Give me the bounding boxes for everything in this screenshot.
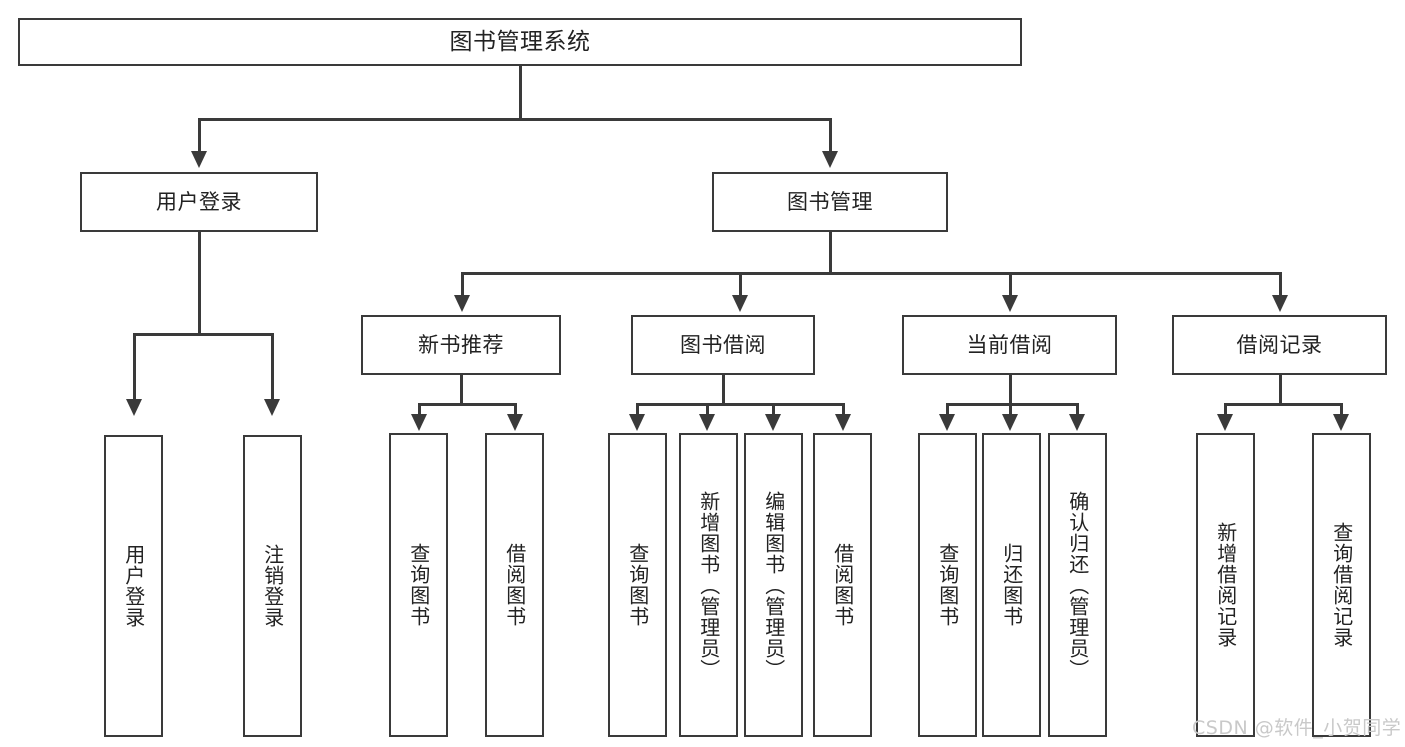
connector-current-to-leaf-2	[1009, 403, 1012, 418]
connector-borrow-bar	[636, 403, 844, 406]
arrow-new-books-to-leaf-2	[507, 414, 523, 431]
leaf-borrow-books-recommendation[interactable]: 借阅图书	[485, 433, 544, 737]
arrow-root-to-user-login	[191, 151, 207, 168]
node-label: 新增借阅记录	[1213, 522, 1238, 648]
arrow-records-to-leaf-1	[1217, 414, 1233, 431]
leaf-add-book-admin[interactable]: 新增图书（管理员）	[679, 433, 738, 737]
connector-records-stem	[1279, 375, 1282, 405]
connector-current-bar	[946, 403, 1078, 406]
connector-book-mgmt-to-borrow	[739, 272, 742, 297]
connector-records-to-leaf-2	[1340, 403, 1343, 418]
connector-borrow-to-leaf-1	[636, 403, 639, 418]
node-label: 编辑图书（管理员）	[761, 490, 786, 680]
connector-records-to-leaf-1	[1224, 403, 1227, 418]
connector-borrow-to-leaf-4	[842, 403, 845, 418]
arrow-borrow-to-leaf-3	[765, 414, 781, 431]
connector-records-bar	[1224, 403, 1342, 406]
leaf-logout[interactable]: 注销登录	[243, 435, 302, 737]
connector-root-stem	[519, 66, 522, 119]
arrow-current-to-leaf-3	[1069, 414, 1085, 431]
connector-book-mgmt-to-records	[1279, 272, 1282, 297]
arrow-current-to-leaf-2	[1002, 414, 1018, 431]
connector-current-stem	[1009, 375, 1012, 405]
node-label: 查询图书	[406, 543, 431, 627]
node-book-management[interactable]: 图书管理	[712, 172, 948, 232]
leaf-borrow-books-borrowing[interactable]: 借阅图书	[813, 433, 872, 737]
node-label: 查询借阅记录	[1329, 522, 1354, 648]
arrow-user-login-to-leaf-2	[264, 399, 280, 416]
node-label: 确认归还（管理员）	[1065, 490, 1090, 680]
connector-root-to-book-mgmt	[829, 118, 832, 153]
connector-user-login-bar	[133, 333, 273, 336]
connector-book-mgmt-to-current	[1009, 272, 1012, 297]
leaf-user-login[interactable]: 用户登录	[104, 435, 163, 737]
arrow-book-mgmt-to-borrow	[732, 295, 748, 312]
node-label: 用户登录	[156, 189, 242, 214]
leaf-query-books-current[interactable]: 查询图书	[918, 433, 977, 737]
connector-book-mgmt-to-new-books	[461, 272, 464, 297]
arrow-user-login-to-leaf-1	[126, 399, 142, 416]
connector-user-login-stem	[198, 232, 201, 335]
node-label: 注销登录	[260, 544, 285, 628]
arrow-borrow-to-leaf-4	[835, 414, 851, 431]
leaf-query-books-recommendation[interactable]: 查询图书	[389, 433, 448, 737]
arrow-current-to-leaf-1	[939, 414, 955, 431]
node-current-borrowing[interactable]: 当前借阅	[902, 315, 1117, 375]
arrow-borrow-to-leaf-2	[699, 414, 715, 431]
connector-book-mgmt-stem	[829, 232, 832, 274]
node-label: 当前借阅	[966, 332, 1053, 357]
connector-new-books-bar	[418, 403, 517, 406]
connector-root-to-user-login	[198, 118, 201, 153]
node-label: 图书借阅	[680, 332, 766, 357]
arrow-new-books-to-leaf-1	[411, 414, 427, 431]
leaf-edit-book-admin[interactable]: 编辑图书（管理员）	[744, 433, 803, 737]
node-label: 借阅记录	[1236, 332, 1323, 357]
node-root-library-system[interactable]: 图书管理系统	[18, 18, 1022, 66]
node-label: 归还图书	[999, 543, 1024, 627]
leaf-return-books[interactable]: 归还图书	[982, 433, 1041, 737]
node-borrowing-records[interactable]: 借阅记录	[1172, 315, 1387, 375]
node-new-book-recommendation[interactable]: 新书推荐	[361, 315, 561, 375]
node-user-login[interactable]: 用户登录	[80, 172, 318, 232]
node-label: 查询图书	[625, 543, 650, 627]
arrow-book-mgmt-to-records	[1272, 295, 1288, 312]
connector-user-login-to-leaf-1	[133, 333, 136, 401]
connector-borrow-to-leaf-3	[772, 403, 775, 418]
node-label: 新增图书（管理员）	[696, 490, 721, 680]
leaf-add-borrowing-record[interactable]: 新增借阅记录	[1196, 433, 1255, 737]
csdn-watermark: CSDN @软件_小贺同学	[1192, 717, 1402, 739]
arrow-book-mgmt-to-current	[1002, 295, 1018, 312]
arrow-borrow-to-leaf-1	[629, 414, 645, 431]
connector-user-login-to-leaf-2	[271, 333, 274, 401]
connector-book-mgmt-bar	[461, 272, 1282, 275]
node-book-borrowing[interactable]: 图书借阅	[631, 315, 815, 375]
node-label: 图书管理	[787, 189, 873, 214]
arrow-records-to-leaf-2	[1333, 414, 1349, 431]
leaf-confirm-return-admin[interactable]: 确认归还（管理员）	[1048, 433, 1107, 737]
leaf-query-borrowing-record[interactable]: 查询借阅记录	[1312, 433, 1371, 737]
connector-current-to-leaf-1	[946, 403, 949, 418]
connector-new-books-stem	[460, 375, 463, 405]
node-label: 新书推荐	[418, 332, 504, 357]
connector-new-books-to-leaf-1	[418, 403, 421, 418]
node-label: 图书管理系统	[449, 28, 591, 55]
node-label: 借阅图书	[502, 543, 527, 627]
arrow-book-mgmt-to-new-books	[454, 295, 470, 312]
arrow-root-to-book-mgmt	[822, 151, 838, 168]
node-label: 借阅图书	[830, 543, 855, 627]
connector-borrow-to-leaf-2	[706, 403, 709, 418]
leaf-query-books-borrowing[interactable]: 查询图书	[608, 433, 667, 737]
node-label: 用户登录	[121, 544, 146, 628]
connector-current-to-leaf-3	[1076, 403, 1079, 418]
connector-new-books-to-leaf-2	[514, 403, 517, 418]
node-label: 查询图书	[935, 543, 960, 627]
connector-borrow-stem	[722, 375, 725, 405]
connector-root-bar	[198, 118, 831, 121]
